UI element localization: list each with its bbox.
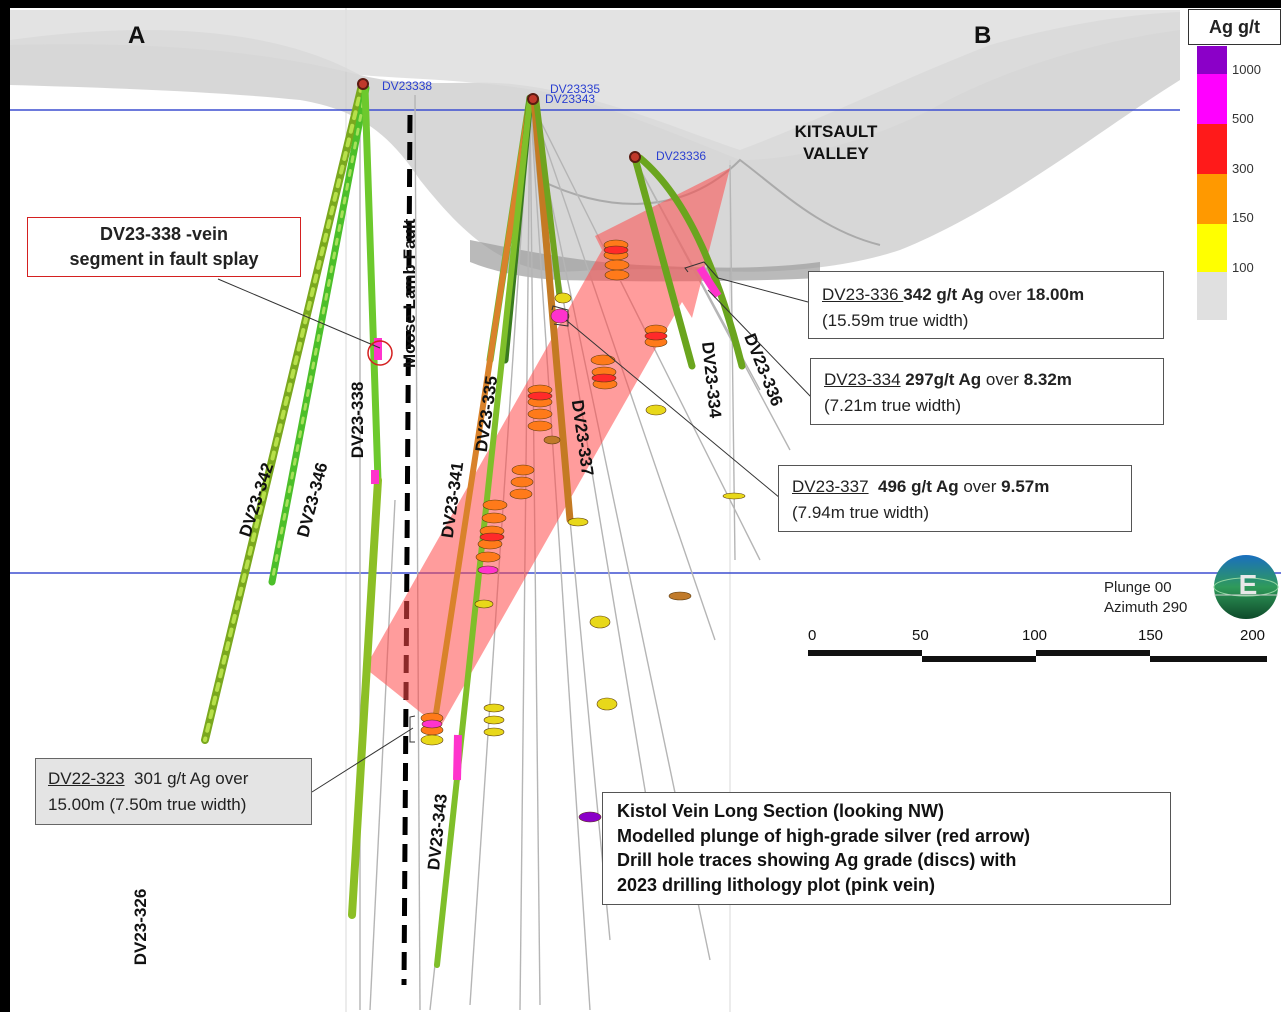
valley-label-line1: KITSAULT [794,122,878,141]
callout-dv23-334-length: 8.32m [1023,370,1072,389]
legend-label-500: 500 [1232,111,1254,126]
callout-dv23-337-grade: 496 g/t Ag [868,477,959,496]
collar-label-dv23335: DV23335 [550,82,601,96]
topography-ridge [539,158,881,246]
compass-letter: E [1238,569,1258,600]
callout-fault-splay-line1: DV23-338 -vein [99,224,229,244]
scale-tick-200: 200 [1240,627,1266,644]
callout-dv22-323-line2: 15.00m (7.50m true width) [48,795,247,814]
azimuth-label: Azimuth 290 [1104,599,1188,616]
hole-label-dv23-326: DV23-326 [131,888,150,966]
callout-dv23-334: DV23-334 297g/t Ag over 8.32m (7.21m tru… [810,358,1164,425]
callout-dv23-337-hole: DV23-337 [792,477,869,496]
callout-dv23-336-hole: DV23-336 [822,285,904,304]
callout-dv23-337: DV23-337 496 g/t Ag over 9.57m (7.94m tr… [778,465,1132,532]
callout-dv22-323-line1-rest: 301 g/t Ag over [124,769,249,788]
callout-dv23-334-width: (7.21m true width) [824,396,961,415]
collar-label-dv23338: DV23338 [382,79,433,93]
callout-dv23-337-length: 9.57m [1001,477,1050,496]
legend-color-ramp [1197,46,1227,320]
drill-hole-traces-2023 [201,81,746,968]
callout-dv23-337-width: (7.94m true width) [792,503,929,522]
collar-label-dv23336: DV23336 [656,149,707,163]
scale-bar [808,650,1267,662]
callout-dv23-336-over: over [983,285,1027,304]
plunge-label: Plunge 00 [1104,579,1172,596]
callout-dv22-323-hole: DV22-323 [48,769,125,788]
ag-grade-legend: Ag g/t [1188,9,1281,321]
legend-label-300: 300 [1232,161,1254,176]
valley-label-line2: VALLEY [803,144,869,163]
hole-label-dv23-338: DV23-338 [348,381,367,459]
legend-label-150: 150 [1232,210,1254,225]
topography-surface [10,12,1180,272]
orientation-globe [1213,555,1279,619]
topography-upper [10,10,1180,160]
callout-leaders [217,261,813,793]
callout-dv23-334-hole: DV23-334 [824,370,901,389]
ag-grade-discs [420,239,746,823]
legend-label-1000: 1000 [1232,62,1261,77]
scale-tick-100: 100 [1022,627,1048,644]
collar-label-dv23343: DV23343 [545,92,596,106]
callout-fault-splay: DV23-338 -vein segment in fault splay [27,217,301,277]
callout-dv23-334-over: over [981,370,1024,389]
scale-tick-50: 50 [912,627,929,644]
callout-dv23-334-grade: 297g/t Ag [900,370,982,389]
callout-dv23-336-length: 18.00m [1026,285,1085,304]
section-end-b: B [974,22,992,49]
collar-markers [357,78,641,163]
callout-dv23-336-width: (15.59m true width) [822,311,969,330]
callout-dv23-336: DV23-336 342 g/t Ag over 18.00m (15.59m … [808,271,1164,339]
callout-dv22-323: DV22-323 301 g/t Ag over 15.00m (7.50m t… [35,758,312,825]
section-end-a: A [128,22,146,49]
callout-dv23-336-grade: 342 g/t Ag [903,285,984,304]
moose-lamb-fault-line [401,114,413,986]
legend-title: Ag g/t [1188,9,1281,45]
caption-line1: Kistol Vein Long Section (looking NW) [617,801,944,821]
legend-label-100: 100 [1232,260,1254,275]
caption-line2: Modelled plunge of high-grade silver (re… [617,825,1031,846]
caption-line3: Drill hole traces showing Ag grade (disc… [617,850,1017,870]
scale-tick-0: 0 [808,627,817,644]
valley-label: KITSAULT VALLEY [780,121,892,165]
callout-dv23-337-over: over [958,477,1002,496]
scale-tick-150: 150 [1138,627,1164,644]
figure-caption: Kistol Vein Long Section (looking NW) Mo… [602,792,1171,905]
callout-fault-splay-line2: segment in fault splay [69,249,259,269]
fault-label: Moose Lamb Fault [400,218,419,368]
caption-line4: 2023 drilling lithology plot (pink vein) [617,874,936,895]
